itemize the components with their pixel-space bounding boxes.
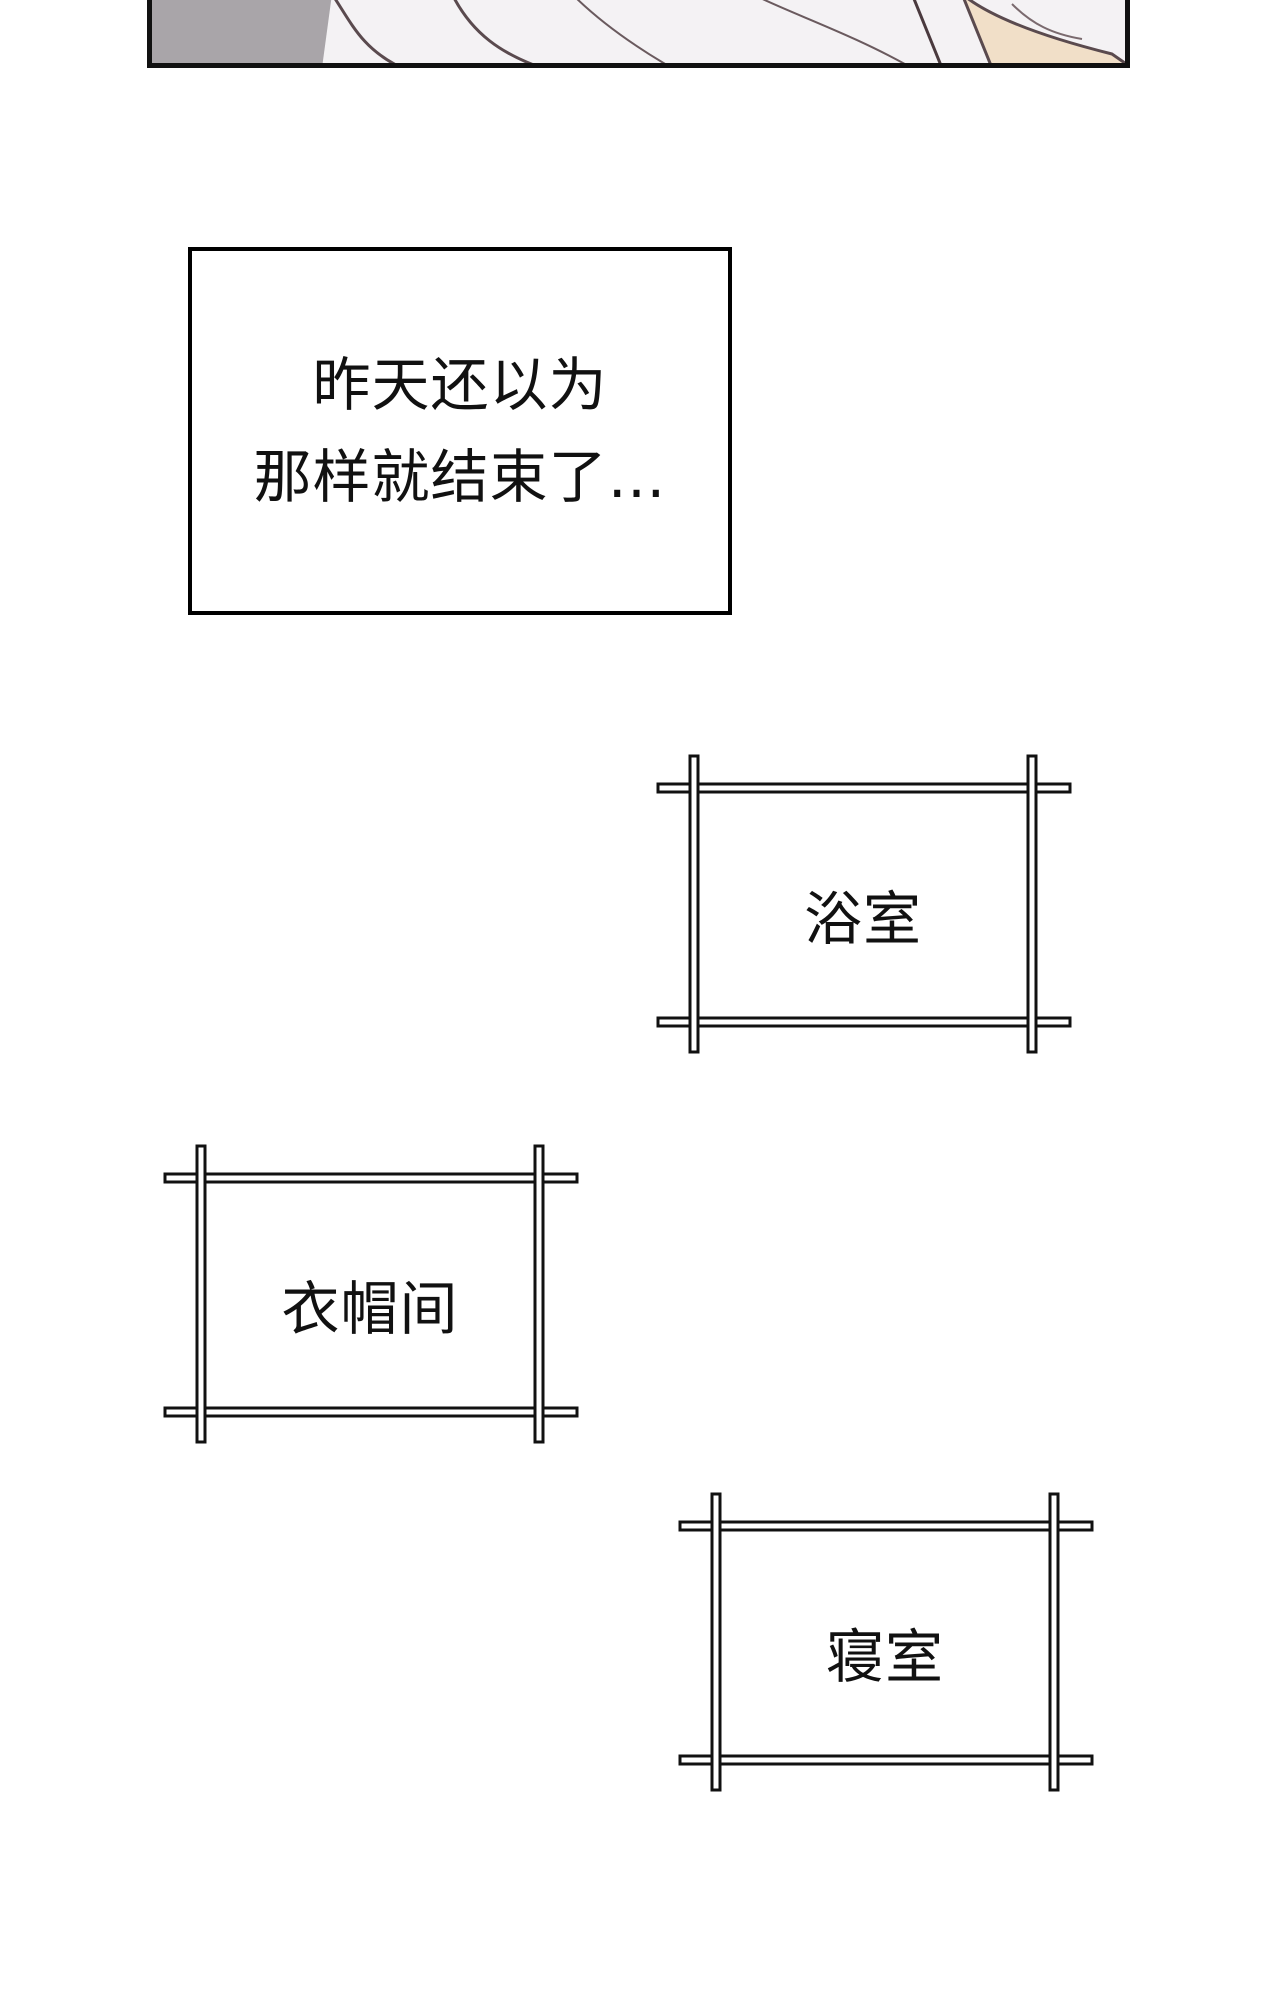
comic-panel-top <box>147 0 1130 68</box>
room-sign-bedroom: 寝室 <box>672 1490 1098 1796</box>
narration-box: 昨天还以为 那样就结束了… <box>188 247 732 615</box>
sign-frame <box>163 1144 579 1444</box>
sign-label-dressing-room: 衣帽间 <box>281 1275 459 1343</box>
panel-artwork <box>152 0 1125 63</box>
sign-frame <box>656 754 1072 1054</box>
sign-label-bedroom: 寝室 <box>825 1623 944 1691</box>
sign-label-bathroom: 浴室 <box>803 885 922 953</box>
narration-line-2: 那样就结束了… <box>253 443 667 511</box>
room-sign-dressing-room: 衣帽间 <box>157 1142 583 1448</box>
room-sign-bathroom: 浴室 <box>650 752 1076 1058</box>
narration-line-1: 昨天还以为 <box>312 351 608 419</box>
sign-frame <box>678 1492 1094 1792</box>
